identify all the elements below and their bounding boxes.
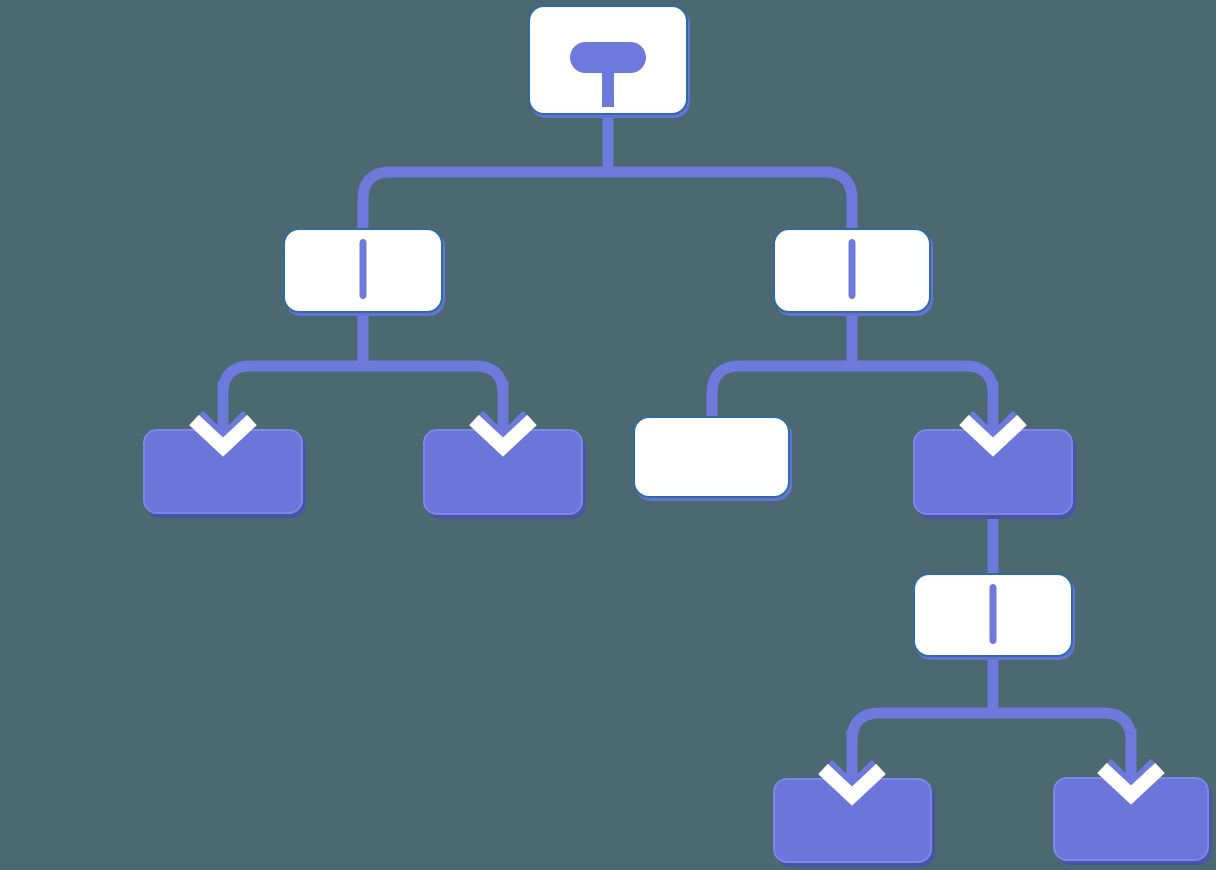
node-step-plain[interactable]: [633, 416, 790, 498]
node-leaf-1[interactable]: [143, 429, 303, 514]
node-node-continue[interactable]: [913, 429, 1073, 515]
node-leaf-4[interactable]: [1053, 777, 1209, 861]
pill-stem: [602, 69, 614, 107]
node-branch-left[interactable]: [283, 228, 443, 313]
connector-bottom-bar: [846, 707, 1137, 783]
node-leaf-2[interactable]: [423, 429, 583, 515]
node-branch-bottom[interactable]: [913, 573, 1073, 657]
vbar-marker: [989, 584, 997, 644]
connector-left-bar: [217, 360, 509, 434]
node-root[interactable]: [528, 5, 688, 115]
vbar-marker: [848, 239, 856, 299]
vbar-marker: [359, 239, 367, 299]
pill-marker: [570, 42, 646, 73]
node-branch-right[interactable]: [773, 228, 931, 313]
node-leaf-3[interactable]: [773, 778, 932, 863]
